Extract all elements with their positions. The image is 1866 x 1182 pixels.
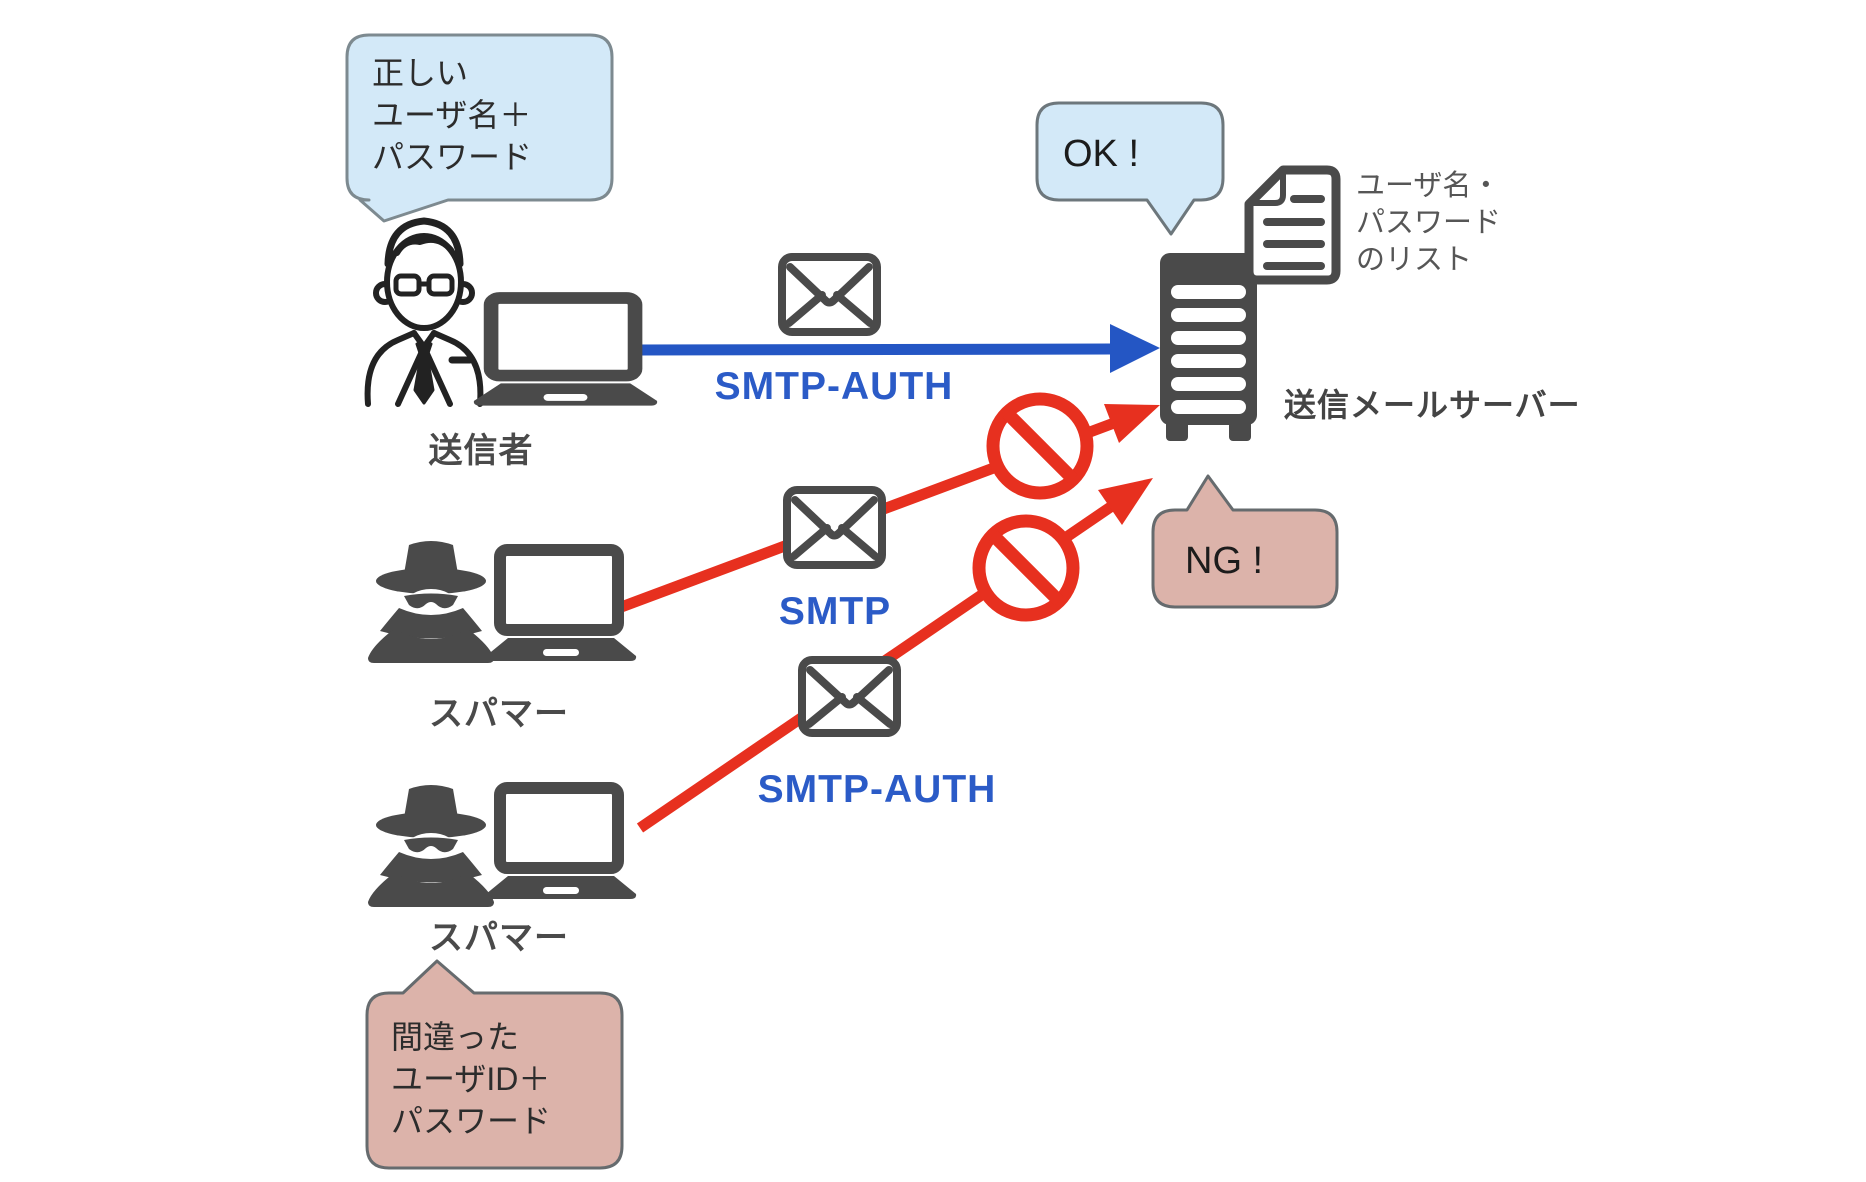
credentials-list-label: ユーザ名・ パスワード のリスト	[1356, 170, 1502, 276]
envelope-icon-smtp	[783, 486, 886, 569]
envelope-icon-auth-ng	[798, 656, 901, 737]
flow-label-smtp: SMTP	[778, 590, 892, 633]
bubble-ok-text: OK !	[1063, 133, 1140, 175]
spammer1-icon	[368, 541, 494, 663]
spammer2-icon	[368, 785, 494, 907]
mail-server-label: 送信メールサーバー	[1284, 387, 1581, 423]
credentials-document-icon	[1244, 165, 1341, 285]
spammer2-laptop-icon	[486, 788, 636, 899]
envelope-icon-auth-ok	[778, 253, 881, 336]
sender-laptop-icon	[474, 298, 657, 406]
prohibition-icon-1	[986, 392, 1094, 500]
flow-label-smtp-auth-ok: SMTP-AUTH	[714, 365, 954, 408]
spammer1-label: スパマー	[429, 695, 569, 733]
flow-label-smtp-auth-ng: SMTP-AUTH	[757, 768, 997, 811]
bubble-correct-credentials-text: 正しい ユーザ名＋ パスワード	[372, 55, 533, 175]
spammer2-label: スパマー	[429, 919, 569, 957]
sender-icon	[364, 217, 484, 407]
sender-label: 送信者	[428, 432, 534, 470]
spammer1-laptop-icon	[486, 550, 636, 661]
bubble-ok	[1035, 101, 1225, 236]
bubble-ng-text: NG !	[1185, 540, 1264, 582]
bubble-wrong-credentials	[365, 959, 624, 1170]
bubble-wrong-credentials-text: 間違った ユーザID＋ パスワード	[391, 1019, 552, 1139]
blue-arrow	[624, 324, 1160, 373]
bubble-correct-credentials	[345, 33, 614, 223]
bubble-ng	[1151, 474, 1339, 609]
prohibition-icon-2	[972, 514, 1080, 622]
mail-server-icon	[1160, 253, 1257, 441]
